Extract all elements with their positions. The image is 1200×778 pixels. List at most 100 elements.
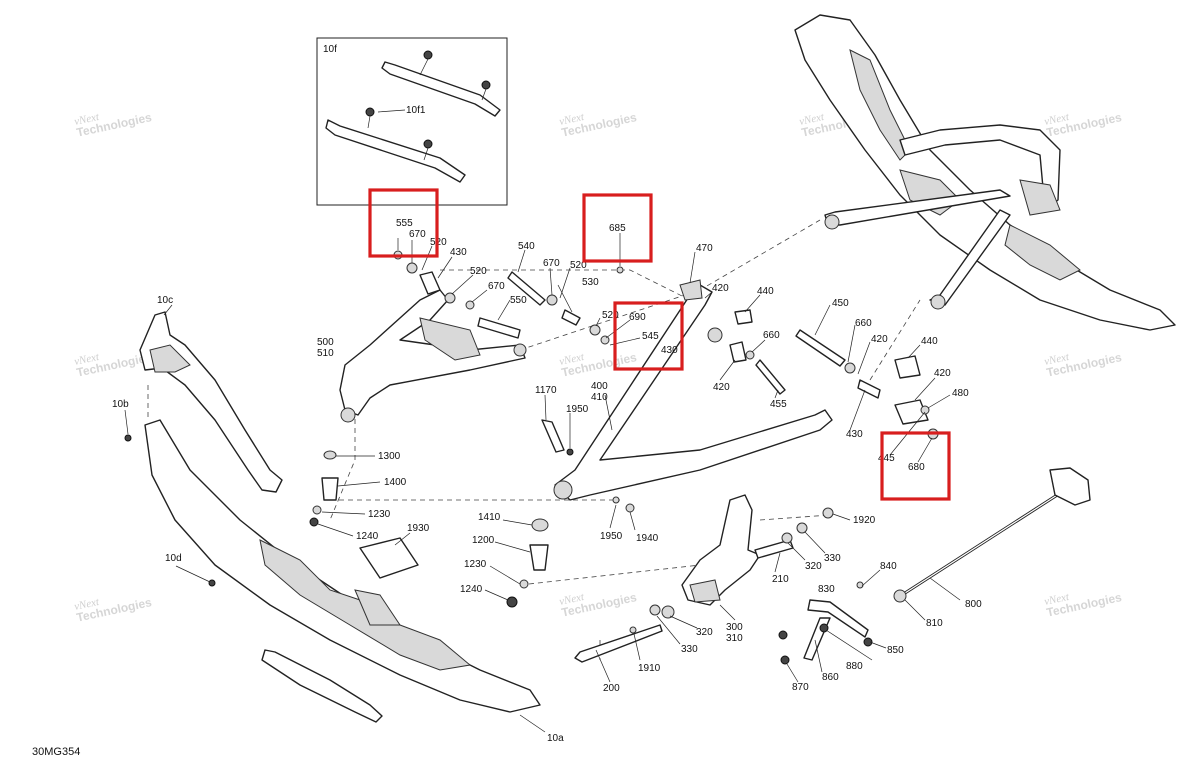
runner-upper [381, 61, 501, 117]
part-label-1950: 1950 [566, 404, 589, 415]
watermark-text: vNext [1043, 111, 1071, 128]
part-label-520: 520 [602, 310, 619, 321]
runner-lower [325, 119, 466, 183]
part-label-300: 300 [726, 622, 743, 633]
part-label-450: 450 [832, 298, 849, 309]
part-label-430: 430 [450, 247, 467, 258]
part-labels: 555 670 520 430 540 670 520 520 670 550 … [32, 218, 982, 758]
highlight-box-555-670[interactable] [368, 188, 439, 258]
part-label-1400: 1400 [384, 477, 407, 488]
part-label-520: 520 [470, 266, 487, 277]
part-label-420: 420 [934, 368, 951, 379]
part-label-10c: 10c [157, 295, 173, 306]
part-label-1230: 1230 [368, 509, 391, 520]
part-label-685: 685 [609, 223, 626, 234]
part-label-470: 470 [696, 243, 713, 254]
part-label-510: 510 [317, 348, 334, 359]
part-label-840: 840 [880, 561, 897, 572]
lower-a-arm [553, 279, 833, 501]
watermark-text: vNext [558, 591, 586, 608]
part-label-480: 480 [952, 388, 969, 399]
part-label-690: 690 [629, 312, 646, 323]
part-label-660: 660 [855, 318, 872, 329]
watermark-text: vNext [558, 351, 586, 368]
part-label-670: 670 [488, 281, 505, 292]
highlight-box-680[interactable] [880, 431, 951, 501]
inset-runner-detail: 10f 10f1 [316, 37, 508, 206]
runner-nut [423, 50, 433, 60]
part-label-1230: 1230 [464, 559, 487, 570]
watermark-text: vNext [558, 111, 586, 128]
part-label-1940: 1940 [636, 533, 659, 544]
diagram-id: 30MG354 [32, 746, 80, 758]
part-label-330: 330 [681, 644, 698, 655]
runner-nut [423, 139, 433, 149]
part-label-1920: 1920 [853, 515, 876, 526]
watermark-text: vNext [73, 111, 101, 128]
ski-runner [261, 649, 383, 723]
ski-body [144, 419, 541, 713]
watermark-text: vNext [1043, 351, 1071, 368]
runner-nut [365, 107, 375, 117]
part-label-670: 670 [543, 258, 560, 269]
part-label-420: 420 [712, 283, 729, 294]
highlight-boxes [368, 188, 951, 501]
tie-rod [893, 467, 1091, 603]
part-label-880: 880 [846, 661, 863, 672]
bolt-200 [574, 624, 663, 663]
part-label-200: 200 [603, 683, 620, 694]
part-label-660: 660 [763, 330, 780, 341]
part-label-320: 320 [696, 627, 713, 638]
part-label-1240: 1240 [356, 531, 379, 542]
part-label-1930: 1930 [407, 523, 430, 534]
part-label-555: 555 [396, 218, 413, 229]
part-label-860: 860 [822, 672, 839, 683]
part-label-445: 445 [878, 453, 895, 464]
spindle [574, 494, 794, 663]
highlight-box-685[interactable] [582, 193, 653, 263]
part-label-540: 540 [518, 241, 535, 252]
part-label-1300: 1300 [378, 451, 401, 462]
part-label-830: 830 [818, 584, 835, 595]
watermark-text: vNext [73, 351, 101, 368]
right-ski-body [794, 14, 1176, 331]
part-label-330: 330 [824, 553, 841, 564]
part-label-550: 550 [510, 295, 527, 306]
part-label-10a: 10a [547, 733, 564, 744]
part-label-1240: 1240 [460, 584, 483, 595]
part-label-680: 680 [908, 462, 925, 473]
part-label-1200: 1200 [472, 535, 495, 546]
highlight-box-690-545[interactable] [613, 301, 684, 371]
part-label-440: 440 [757, 286, 774, 297]
part-label-440: 440 [921, 336, 938, 347]
part-label-1410: 1410 [478, 512, 501, 523]
part-label-400: 400 [591, 381, 608, 392]
part-label-320: 320 [805, 561, 822, 572]
part-label-500: 500 [317, 337, 334, 348]
part-label-10d: 10d [165, 553, 182, 564]
part-label-210: 210 [772, 574, 789, 585]
right-ski-assembly [794, 14, 1176, 331]
watermark-text: vNext [1043, 591, 1071, 608]
part-label-530: 530 [582, 277, 599, 288]
part-label-430: 430 [846, 429, 863, 440]
inset-frame [316, 37, 508, 206]
part-label-670: 670 [409, 229, 426, 240]
part-label-810: 810 [926, 618, 943, 629]
part-label-430: 430 [661, 345, 678, 356]
part-label-420: 420 [871, 334, 888, 345]
part-label-310: 310 [726, 633, 743, 644]
part-label-420: 420 [713, 382, 730, 393]
part-label-10f1: 10f1 [406, 105, 426, 116]
tie-rod-end [1049, 467, 1091, 506]
watermark-text: vNext [798, 111, 826, 128]
upper-a-arm-body [339, 289, 526, 416]
part-label-10b: 10b [112, 399, 129, 410]
inset-label: 10f [323, 44, 337, 55]
watermark-text: vNext [73, 596, 101, 613]
left-ski [124, 311, 541, 723]
part-label-545: 545 [642, 331, 659, 342]
part-label-800: 800 [965, 599, 982, 610]
part-label-455: 455 [770, 399, 787, 410]
